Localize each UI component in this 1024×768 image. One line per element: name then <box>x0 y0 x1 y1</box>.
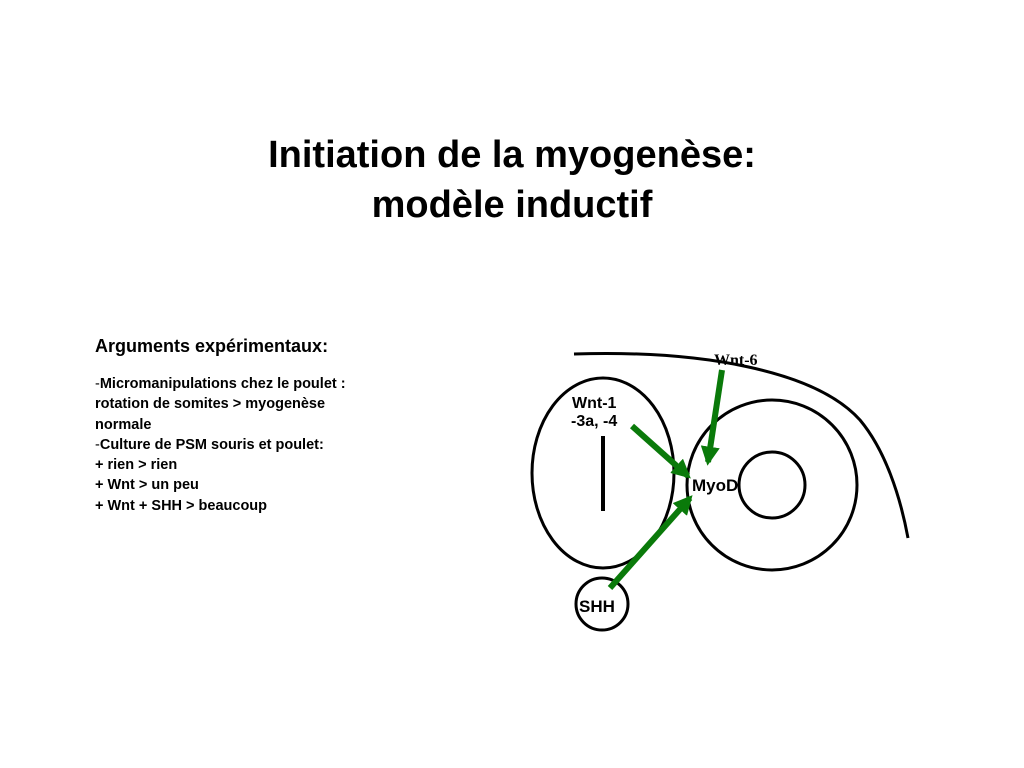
argument-line: + rien > rien <box>95 457 178 474</box>
ectoderm-curve <box>573 352 910 539</box>
argument-line: + Wnt > un peu <box>95 477 199 494</box>
arguments-heading: Arguments expérimentaux: <box>95 336 329 356</box>
somite-outer <box>685 398 859 572</box>
argument-line: normale <box>95 416 152 433</box>
wnt1-label-line2: -3a, -4 <box>571 413 617 430</box>
title-line-1: Initiation de la myogenèse: <box>268 134 756 176</box>
wnt1-label-line1: Wnt-1 <box>572 395 617 412</box>
slide-title: Initiation de la myogenèse: modèle induc… <box>0 130 1024 230</box>
wnt1-arrow <box>630 423 691 479</box>
notochord <box>574 576 630 632</box>
argument-line: -Culture de PSM souris et poulet: <box>95 436 324 453</box>
myod-label: MyoD <box>692 476 738 495</box>
shh-label: SHH <box>579 597 615 616</box>
arguments-block: Arguments expérimentaux: -Micromanipulat… <box>95 334 425 516</box>
wnt6-label: Wnt-6 <box>714 352 758 369</box>
shh-arrow <box>607 495 693 590</box>
argument-line: -Micromanipulations chez le poulet : <box>95 376 346 392</box>
argument-line: rotation de somites > myogenèse <box>95 396 326 413</box>
title-line-2: modèle inductif <box>371 184 653 226</box>
somite-inner <box>737 450 807 520</box>
argument-line: + Wnt + SHH > beaucoup <box>95 497 268 514</box>
wnt6-arrow <box>700 369 725 466</box>
